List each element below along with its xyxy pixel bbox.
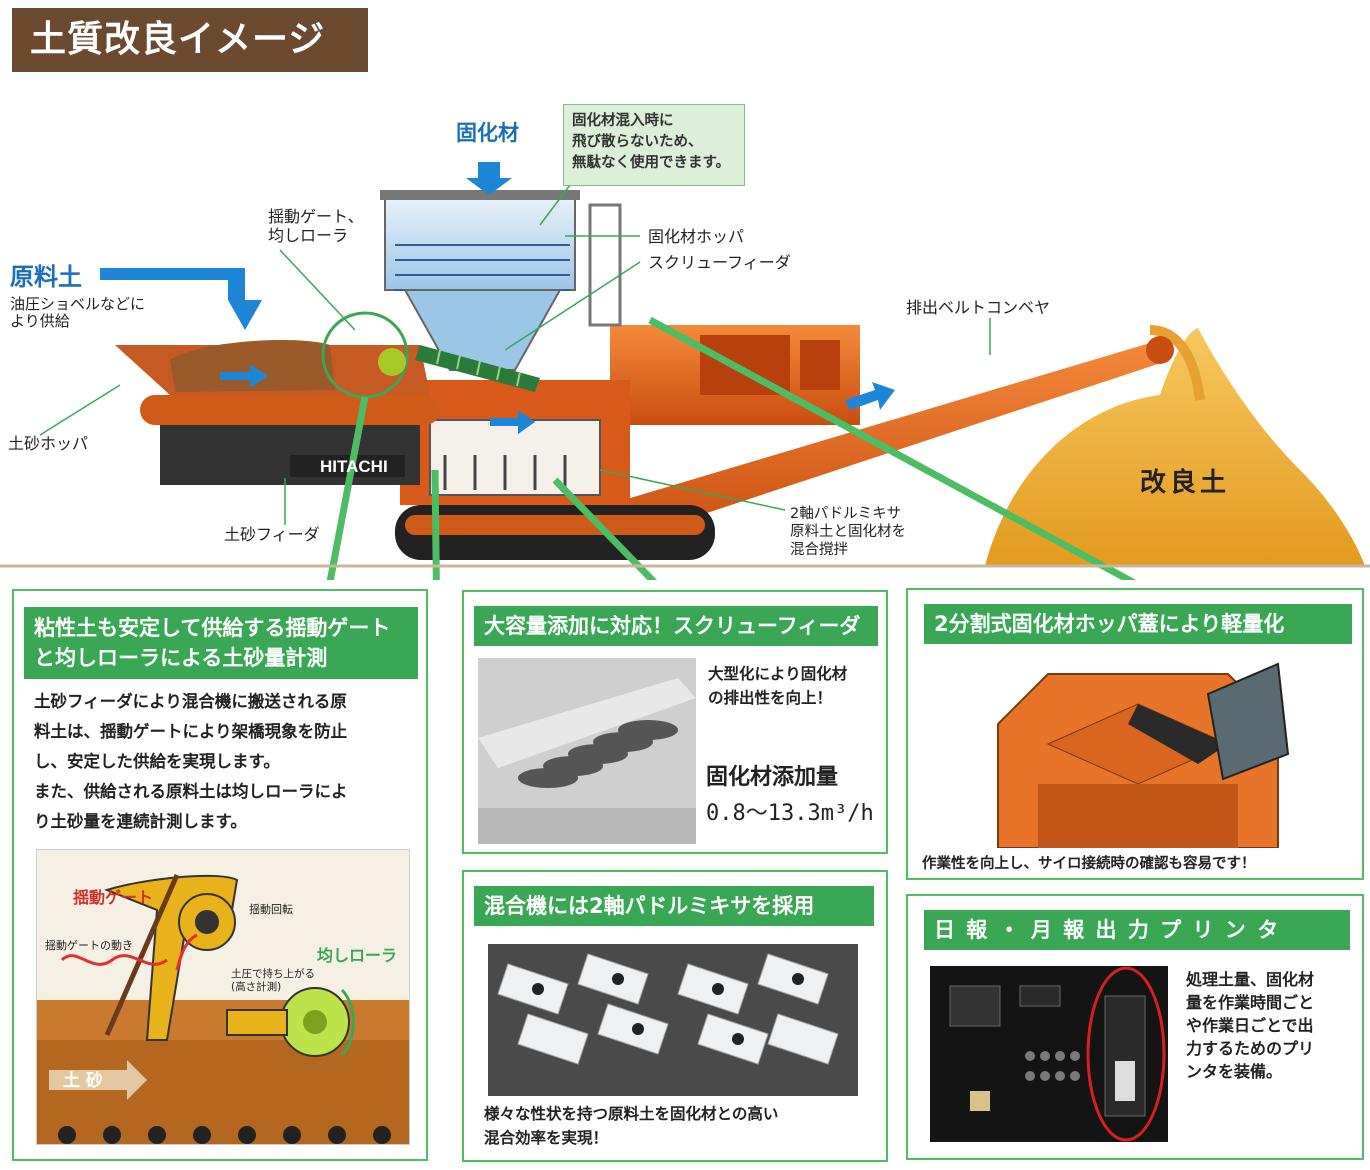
gate-roller-label: 揺動ゲート、 均しローラ <box>268 207 364 245</box>
body-line: また、供給される原料土は均しローラによ <box>34 782 348 801</box>
text-line: 大型化により固化材 <box>708 665 848 683</box>
text-line: の排出性を向上！ <box>708 689 833 707</box>
label-line: 混合撹拌 <box>790 542 848 558</box>
printer-text: 処理土量、固化材 量を作業時間ごと や作業日ごとで出 力するためのプリ ンタを装… <box>1186 968 1358 1083</box>
screw-feeder-label: スクリューフィーダ <box>648 253 791 272</box>
head-line: 粘性土も安定して供給する揺動ゲート <box>34 616 391 640</box>
screw-rate-label: 固化材添加量 <box>706 765 839 790</box>
panel-printer: 日 報 ・ 月 報 出 力 プ リ ン タ 処理土量、固化材 量を作業時間ごと … <box>906 894 1364 1160</box>
solidifier-note: 固化材混入時に 飛び散らないため、 無駄なく使用できます。 <box>563 104 745 186</box>
improved-soil-label: 改良土 <box>1140 468 1231 498</box>
fig-gate-motion-label: 揺動ゲートの動き <box>45 939 133 952</box>
solidifier-arrow <box>466 162 512 195</box>
label-line: より供給 <box>10 312 70 330</box>
label-line: 2軸パドルミキサ <box>790 506 902 522</box>
body-line: り土砂量を連続計測します。 <box>34 812 247 831</box>
screw-feeder-text: 大型化により固化材 の排出性を向上！ <box>708 662 878 710</box>
panel-printer-head: 日 報 ・ 月 報 出 力 プ リ ン タ <box>924 910 1350 950</box>
panel-mixer-head: 混合機には2軸パドルミキサを採用 <box>474 886 874 926</box>
mixer-label: 2軸パドルミキサ 原料土と固化材を 混合撹拌 <box>790 505 906 559</box>
fig-soil-label: 土 砂 <box>63 1071 103 1091</box>
text-line: 様々な性状を持つ原料土を固化材との高い <box>484 1105 779 1123</box>
panel-hopper-head: 2分割式固化材ホッパ蓋により軽量化 <box>924 604 1352 644</box>
label-line: (高さ計測) <box>231 981 282 993</box>
text-line: や作業日ごとで出 <box>1186 1016 1314 1035</box>
belt-conveyor-label: 排出ベルトコンベヤ <box>906 298 1051 317</box>
panel-screw-head: 大容量添加に対応！スクリューフィーダ <box>474 606 878 646</box>
head-line: と均しローラによる土砂量計測 <box>34 646 328 670</box>
raw-soil-sub: 油圧ショベルなどに より供給 <box>10 296 145 330</box>
gate-roller-figure-svg <box>37 873 409 1144</box>
note-line: 無駄なく使用できます。 <box>572 155 731 171</box>
body-line: 料土は、揺動ゲートにより架橋現象を防止 <box>34 722 348 741</box>
fig-swing-label: 揺動回転 <box>249 903 293 916</box>
printer-photo <box>930 966 1168 1142</box>
fig-lift-label: 土圧で持ち上がる (高さ計測) <box>231 968 315 994</box>
panel-hopper-lid: 2分割式固化材ホッパ蓋により軽量化 作業性を向上し、サイロ接続時の確認も容易です… <box>906 588 1364 880</box>
screw-rate-value: 0.8～13.3m³/h <box>706 801 874 826</box>
label-line: 油圧ショベルなどに <box>10 295 146 313</box>
note-line: 飛び散らないため、 <box>572 134 703 150</box>
text-line: 混合効率を実現！ <box>484 1129 609 1147</box>
mixer-text: 様々な性状を持つ原料土を固化材との高い 混合効率を実現！ <box>484 1102 880 1150</box>
label-line: 揺動ゲート、 <box>268 207 364 226</box>
fig-gate-label: 揺動ゲート <box>73 888 154 907</box>
soil-feeder-label: 土砂フィーダ <box>224 525 320 544</box>
label-line: 均しローラ <box>268 226 349 245</box>
panel-gate-body: 土砂フィーダにより混合機に搬送される原 料土は、揺動ゲートにより架橋現象を防止 … <box>34 687 422 837</box>
mixer-photo <box>488 944 858 1096</box>
note-line: 固化材混入時に <box>572 113 674 129</box>
screw-feeder-photo <box>478 658 696 844</box>
panel-gate-roller: 粘性土も安定して供給する揺動ゲート と均しローラによる土砂量計測 土砂フィーダに… <box>12 589 428 1161</box>
raw-soil-label: 原料土 <box>10 263 82 291</box>
body-line: 土砂フィーダにより混合機に搬送される原 <box>34 692 347 711</box>
text-line: 力するためのプリ <box>1186 1039 1315 1058</box>
improved-soil-mound <box>985 328 1365 566</box>
raw-soil-arrow <box>100 268 262 330</box>
fig-roller-label: 均しローラ <box>317 946 398 965</box>
text-line: 量を作業時間ごと <box>1186 993 1315 1012</box>
machine-brand: HITACHI <box>320 457 388 476</box>
soil-hopper-label: 土砂ホッパ <box>8 434 89 453</box>
label-line: 原料土と固化材を <box>790 524 906 540</box>
body-line: し、安定した供給を実現します。 <box>34 752 280 771</box>
gate-roller-figure: 揺動ゲート 揺動回転 揺動ゲートの動き 均しローラ 土圧で持ち上がる (高さ計測… <box>36 849 410 1145</box>
text-line: ンタを装備。 <box>1186 1062 1283 1081</box>
panel-screw-feeder: 大容量添加に対応！スクリューフィーダ 大型化により固化材 の排出性を向上！ 固化… <box>462 590 888 854</box>
machine-illustration: HITACHI <box>0 162 1370 580</box>
label-line: 土圧で持ち上がる <box>231 968 315 980</box>
page-title: 土質改良イメージ <box>12 8 368 72</box>
hopper-lid-text: 作業性を向上し、サイロ接続時の確認も容易です！ <box>922 856 1256 872</box>
solidifier-label: 固化材 <box>456 121 519 145</box>
panel-mixer: 混合機には2軸パドルミキサを採用 様々な性状を持つ原料土を固化材との高い 混合効… <box>462 870 888 1162</box>
hopper-label: 固化材ホッパ <box>648 227 745 246</box>
panel-gate-head: 粘性土も安定して供給する揺動ゲート と均しローラによる土砂量計測 <box>24 607 418 679</box>
text-line: 処理土量、固化材 <box>1186 970 1315 989</box>
hopper-lid-photo <box>978 654 1298 848</box>
